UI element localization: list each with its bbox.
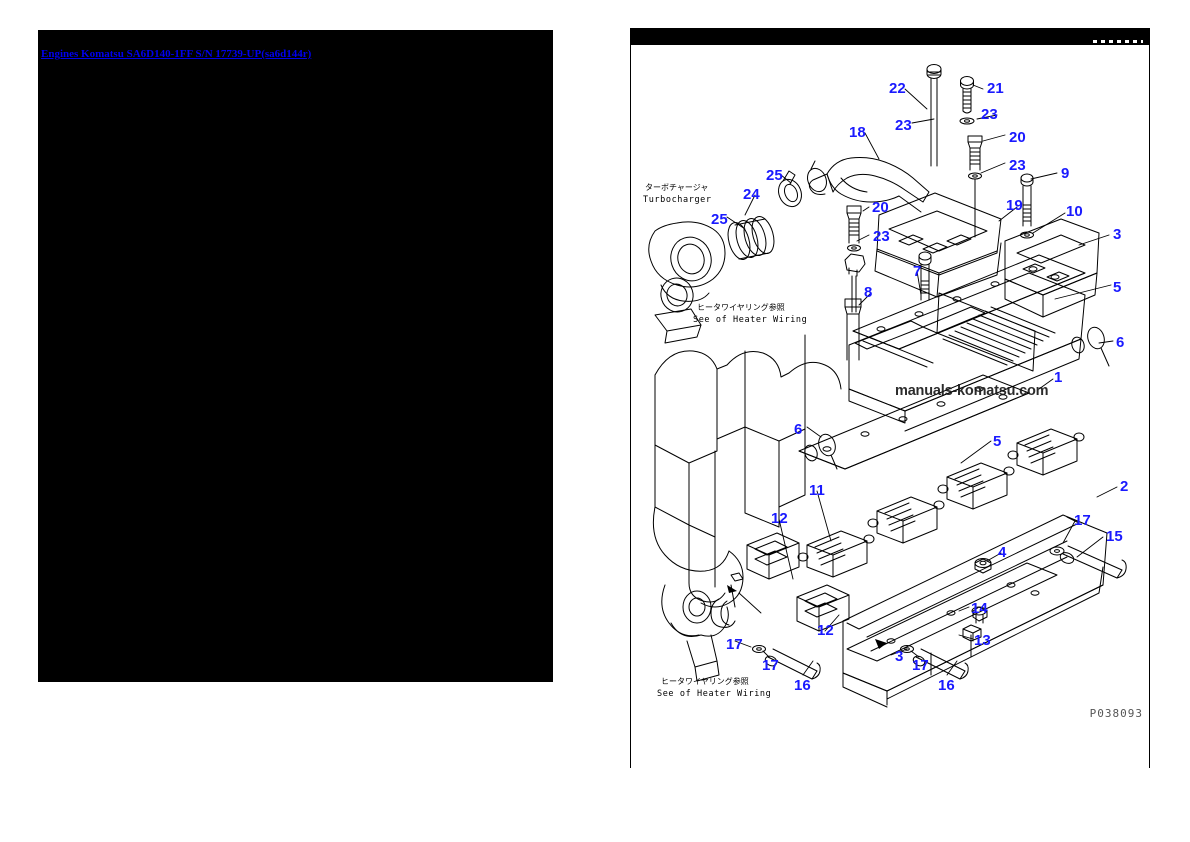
part-24-collar bbox=[727, 216, 775, 260]
document-title-link[interactable]: Engines Komatsu SA6D140-1FF S/N 17739-UP… bbox=[41, 48, 312, 60]
callout-number: 17 bbox=[762, 657, 779, 674]
callout-number: 12 bbox=[771, 510, 788, 527]
callout-number: 9 bbox=[1061, 165, 1070, 182]
callout-number: 16 bbox=[794, 677, 811, 694]
callout-number: 7 bbox=[913, 263, 922, 280]
part-5-gasket-lower bbox=[798, 374, 1030, 470]
sheet-border-left bbox=[630, 28, 631, 768]
part-10-washer bbox=[1020, 231, 1034, 239]
part-14-bolt bbox=[971, 606, 988, 624]
callout-number: 10 bbox=[1066, 203, 1083, 220]
part-18-air-connector bbox=[808, 157, 930, 213]
turbocharger-label-jp: ターボチャージャ bbox=[645, 183, 709, 192]
callout-number: 17 bbox=[726, 636, 743, 653]
callout-number: 23 bbox=[873, 228, 890, 245]
callout-number: 22 bbox=[889, 80, 906, 97]
parts-diagram-sheet: manuals-komatsu.com ターボチャージャ Turbocharge… bbox=[630, 28, 1150, 768]
sheet-header-band bbox=[631, 28, 1149, 45]
part-17-hook bbox=[710, 572, 744, 628]
callout-number: 16 bbox=[938, 677, 955, 694]
exploded-parts-drawing: manuals-komatsu.com ターボチャージャ Turbocharge… bbox=[631, 45, 1149, 768]
part-1-intake-manifold bbox=[848, 272, 1086, 432]
part-22-long-bolt bbox=[926, 64, 942, 167]
part-5-gasket-upper bbox=[852, 254, 1086, 350]
callout-number: 15 bbox=[1106, 528, 1123, 545]
callout-number: 23 bbox=[981, 106, 998, 123]
callout-number: 5 bbox=[993, 433, 1002, 450]
callout-number: 4 bbox=[998, 544, 1007, 561]
callout-number: 12 bbox=[817, 622, 834, 639]
heater-wiring-label-jp-2: ヒータワイヤリング参照 bbox=[661, 677, 749, 686]
part-9-bolt bbox=[1020, 173, 1034, 227]
callout-number: 3 bbox=[1113, 226, 1122, 243]
callout-number: 6 bbox=[1116, 334, 1125, 351]
part-8-bolt bbox=[844, 298, 862, 361]
heater-plug-a bbox=[844, 253, 866, 313]
drawing-part-code: P038093 bbox=[1089, 707, 1143, 720]
turbocharger-assembly bbox=[648, 160, 827, 344]
part-17-washer-a bbox=[1049, 546, 1065, 556]
sheet-header-dashes bbox=[1093, 40, 1143, 43]
part-16-bolt-a bbox=[764, 648, 821, 680]
heater-wiring-label-jp: ヒータワイヤリング参照 bbox=[697, 303, 785, 312]
part-13-nut bbox=[962, 624, 982, 642]
callout-number: 25 bbox=[766, 167, 783, 184]
part-25-clamp bbox=[778, 160, 827, 208]
callout-number: 19 bbox=[1006, 197, 1023, 214]
part-16-bolt-b bbox=[912, 648, 969, 680]
callout-number: 2 bbox=[1120, 478, 1129, 495]
callout-number: 21 bbox=[987, 80, 1004, 97]
part-17-washer-b bbox=[752, 645, 766, 653]
part-12-plate-lower bbox=[796, 584, 850, 632]
callout-number: 25 bbox=[711, 211, 728, 228]
callout-number: 1 bbox=[1054, 369, 1063, 386]
part-20-bolt-a bbox=[967, 135, 983, 171]
part-20-bolt-b bbox=[846, 205, 862, 244]
callout-number: 14 bbox=[971, 600, 988, 617]
callout-number: 5 bbox=[1113, 279, 1122, 296]
callout-number: 11 bbox=[809, 482, 825, 499]
callout-number: 18 bbox=[849, 124, 866, 141]
document-preview-panel: Engines Komatsu SA6D140-1FF S/N 17739-UP… bbox=[38, 30, 553, 682]
turbocharger-label-en: Turbocharger bbox=[643, 195, 712, 205]
part-23-washer-b bbox=[968, 172, 982, 238]
part-23-washer-c bbox=[847, 244, 861, 252]
callout-number: 3 bbox=[895, 648, 904, 665]
callout-number: 6 bbox=[794, 421, 803, 438]
part-11-heater-elements bbox=[797, 428, 1085, 578]
heater-wiring-label-en: See of Heater Wiring bbox=[693, 315, 808, 325]
callout-number: 17 bbox=[912, 657, 929, 674]
callout-number: 23 bbox=[1009, 157, 1026, 174]
callout-number: 8 bbox=[864, 284, 873, 301]
callout-number: 24 bbox=[743, 186, 760, 203]
callout-number: 20 bbox=[872, 199, 889, 216]
part-6-seals-upper bbox=[1071, 326, 1110, 367]
diagram-svg bbox=[648, 64, 1127, 708]
cylinder-head-block bbox=[652, 334, 842, 682]
part-12-plate-upper bbox=[746, 532, 800, 580]
callout-number: 13 bbox=[974, 632, 991, 649]
part-3-manifold-upper bbox=[1004, 218, 1100, 318]
part-6-seals-middle bbox=[804, 433, 838, 470]
part-19-cover bbox=[874, 192, 1002, 298]
part-2-lower-manifold bbox=[842, 514, 1108, 708]
part-23-washer-a bbox=[959, 117, 975, 125]
part-21-bolt bbox=[960, 76, 974, 114]
part-17-washer-c bbox=[900, 645, 914, 653]
callout-number: 20 bbox=[1009, 129, 1026, 146]
part-15-bolt bbox=[1059, 545, 1127, 579]
sheet-border-right bbox=[1149, 28, 1150, 768]
callout-number: 17 bbox=[1074, 512, 1091, 529]
callout-number: 23 bbox=[895, 117, 912, 134]
heater-wiring-label-en-2: See of Heater Wiring bbox=[657, 689, 772, 699]
part-4-flange bbox=[846, 558, 1058, 662]
